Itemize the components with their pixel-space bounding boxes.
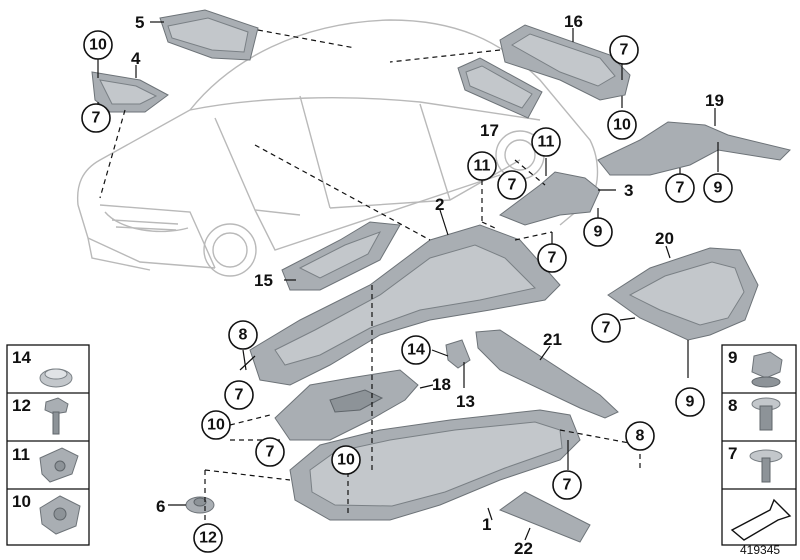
part-20-rear-underbody-panel — [607, 247, 759, 341]
leader-lines — [97, 21, 719, 541]
callout-21: 21 — [543, 330, 562, 349]
callout-labels: 5 4 16 17 19 3 2 15 20 21 18 13 6 1 22 4… — [131, 12, 780, 558]
svg-text:7: 7 — [602, 320, 611, 337]
circled-callout-8-b: 8 — [625, 421, 655, 451]
callout-5: 5 — [135, 13, 144, 32]
svg-text:7: 7 — [92, 110, 101, 127]
circled-callout-7-f: 7 — [591, 313, 621, 343]
fastener-legend-left: 14 12 11 10 — [6, 344, 90, 546]
callout-1: 1 — [482, 515, 491, 534]
callout-6: 6 — [156, 497, 165, 516]
svg-text:9: 9 — [594, 224, 603, 241]
circled-callout-7-i: 7 — [552, 470, 582, 500]
svg-text:9: 9 — [714, 180, 723, 197]
svg-text:11: 11 — [538, 134, 555, 151]
svg-text:10: 10 — [89, 37, 107, 54]
flange-screw-icon — [749, 449, 783, 483]
circled-callout-10-c: 10 — [201, 410, 231, 440]
callout-16: 16 — [564, 12, 583, 31]
part-15-heat-shield — [281, 221, 401, 291]
part-16-rear-trim-panel — [499, 24, 631, 101]
callout-19: 19 — [705, 91, 724, 110]
svg-text:10: 10 — [207, 417, 225, 434]
circled-callout-7-g: 7 — [224, 380, 254, 410]
svg-text:8: 8 — [239, 327, 248, 344]
svg-text:10: 10 — [337, 452, 355, 469]
legend-label-10: 10 — [12, 492, 31, 511]
collar-nut-icon — [751, 351, 783, 388]
part-18-tunnel-cover — [274, 369, 419, 441]
svg-text:7: 7 — [508, 177, 517, 194]
callout-4: 4 — [131, 49, 141, 68]
svg-text:7: 7 — [620, 42, 629, 59]
svg-text:7: 7 — [548, 250, 557, 267]
circled-callout-7-e: 7 — [537, 243, 567, 273]
part-1-main-underbody-shield — [289, 409, 581, 521]
svg-text:7: 7 — [563, 477, 572, 494]
part-2-underbody-shield — [249, 224, 561, 386]
circled-callout-8-a: 8 — [228, 320, 258, 350]
circled-callout-7-c: 7 — [497, 170, 527, 200]
svg-text:7: 7 — [266, 444, 275, 461]
svg-text:14: 14 — [407, 342, 425, 359]
svg-text:7: 7 — [235, 387, 244, 404]
legend-label-12: 12 — [12, 396, 31, 415]
speed-nut-icon — [39, 495, 81, 535]
part-4-wheel-arch-cover — [91, 71, 169, 113]
legend-label-7: 7 — [728, 444, 737, 463]
circled-callout-11-a: 11 — [531, 127, 561, 157]
svg-text:7: 7 — [676, 180, 685, 197]
legend-label-11: 11 — [12, 445, 30, 464]
circled-callout-10-a: 10 — [83, 30, 113, 60]
part-13-bracket — [445, 339, 471, 369]
circled-callout-9-a: 9 — [583, 217, 613, 247]
callout-15: 15 — [254, 271, 273, 290]
callout-22: 22 — [514, 539, 533, 558]
circled-callout-11-b: 11 — [467, 151, 497, 181]
expanding-rivet-icon — [751, 397, 781, 431]
callout-18: 18 — [432, 375, 451, 394]
push-rivet-icon — [39, 368, 73, 388]
part-5-air-duct — [159, 9, 259, 61]
circled-callout-7-a: 7 — [81, 103, 111, 133]
circled-callout-7-b: 7 — [609, 35, 639, 65]
callout-2: 2 — [435, 195, 444, 214]
legend-label-8: 8 — [728, 396, 737, 415]
legend-label-14: 14 — [12, 348, 31, 367]
part-19-underbody-panel — [597, 121, 791, 176]
direction-arrow-icon — [730, 498, 792, 541]
fastener-legend-right: 9 8 7 — [721, 344, 797, 546]
car-outline — [76, 19, 599, 277]
part-6-grommet — [185, 496, 215, 514]
circled-callout-9-b: 9 — [703, 173, 733, 203]
circled-callout-10-d: 10 — [331, 445, 361, 475]
svg-text:9: 9 — [686, 394, 695, 411]
svg-text:10: 10 — [613, 117, 631, 134]
circled-callout-9-c: 9 — [675, 387, 705, 417]
part-22-plate — [498, 491, 591, 543]
svg-text:11: 11 — [474, 158, 491, 175]
clip-nut-icon — [39, 447, 79, 483]
circled-callout-7-d: 7 — [665, 173, 695, 203]
svg-text:8: 8 — [636, 428, 645, 445]
legend-label-9: 9 — [728, 348, 737, 367]
part-21-reinforcement-strip — [475, 329, 619, 419]
circled-callout-10-b: 10 — [607, 110, 637, 140]
circled-callouts: 10 7 7 10 11 11 7 9 7 9 7 7 9 8 7 10 7 1… — [81, 30, 733, 553]
document-number: 419345 — [740, 543, 780, 557]
callout-17: 17 — [480, 121, 499, 140]
svg-text:12: 12 — [199, 530, 217, 547]
circled-callout-14: 14 — [401, 335, 431, 365]
circled-callout-7-h: 7 — [255, 437, 285, 467]
callout-13: 13 — [456, 392, 475, 411]
circled-callout-12: 12 — [193, 523, 223, 553]
callout-3: 3 — [624, 181, 633, 200]
part-17-storage-tray — [457, 57, 543, 119]
hex-bolt-icon — [44, 397, 69, 435]
callout-20: 20 — [655, 229, 674, 248]
